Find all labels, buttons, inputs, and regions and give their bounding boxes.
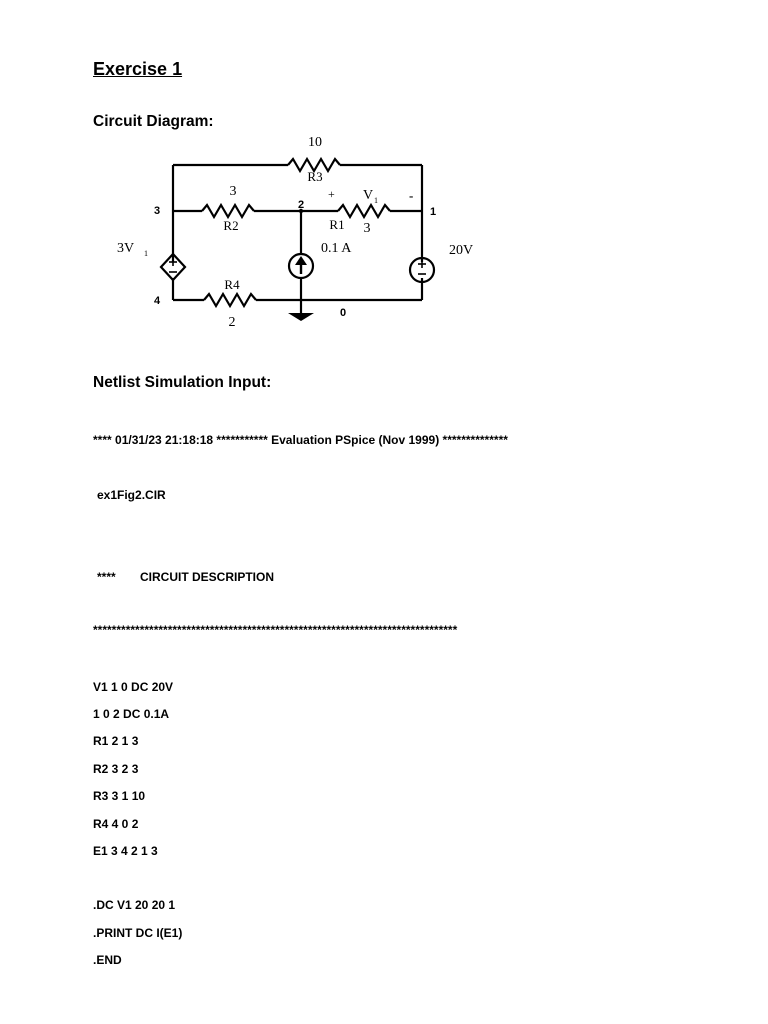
netlist-command: .END [93,953,122,967]
r1-resistor [337,202,391,220]
r1-name: R1 [329,217,344,232]
r2-name: R2 [223,218,238,233]
netlist-filename: ex1Fig2.CIR [97,488,166,502]
node-4-label: 4 [154,295,161,307]
netlist-command: .PRINT DC I(E1) [93,926,183,940]
voltage-source-label: 20V [449,243,473,258]
r1-value: 3 [364,221,371,236]
r4-value: 2 [229,315,236,330]
netlist-line: 1 0 2 DC 0.1A [93,707,170,721]
circuit-diagram: 10 R3 3 R2 R1 3 R4 2 + V 1 - 3V 1 0.1 A … [117,135,473,330]
netlist-header-line: **** 01/31/23 21:18:18 *********** Evalu… [93,433,508,447]
current-source-label: 0.1 A [321,241,352,256]
netlist-line: V1 1 0 DC 20V [93,680,174,694]
netlist-heading: Netlist Simulation Input: [93,374,272,391]
r4-name: R4 [224,277,240,292]
v1-minus: - [409,188,413,203]
node-1-label: 1 [430,206,436,218]
v1-label: V [363,188,373,203]
circuit-description-stars: **** [97,570,116,584]
netlist-line: R4 4 0 2 [93,817,139,831]
netlist-line: R2 3 2 3 [93,762,139,776]
r3-value: 10 [308,135,322,150]
r2-resistor [201,202,255,220]
netlist-command: .DC V1 20 20 1 [93,898,176,912]
v1-plus: + [328,187,335,201]
netlist-divider: ****************************************… [93,623,458,637]
current-source [287,252,315,280]
netlist-line: R3 3 1 10 [93,789,146,803]
node-3-label: 3 [154,205,160,217]
current-arrow [295,256,307,265]
v1-subscript: 1 [374,196,378,205]
page-title: Exercise 1 [93,59,183,79]
r4-resistor [203,291,257,309]
netlist-line: E1 3 4 2 1 3 [93,844,158,858]
voltage-source [408,256,436,284]
r2-value: 3 [230,184,237,199]
circuit-diagram-heading: Circuit Diagram: [93,113,214,130]
netlist-line: R1 2 1 3 [93,734,139,748]
node-2-label: 2 [298,199,304,211]
node-0-label: 0 [340,307,346,319]
dep-source-subscript: 1 [144,249,148,258]
dependent-source [159,252,187,282]
r3-name: R3 [307,169,322,184]
r3-resistor [287,156,341,174]
ground-symbol [288,313,314,321]
dep-source-label: 3V [117,241,134,256]
circuit-description-label: CIRCUIT DESCRIPTION [140,570,275,584]
